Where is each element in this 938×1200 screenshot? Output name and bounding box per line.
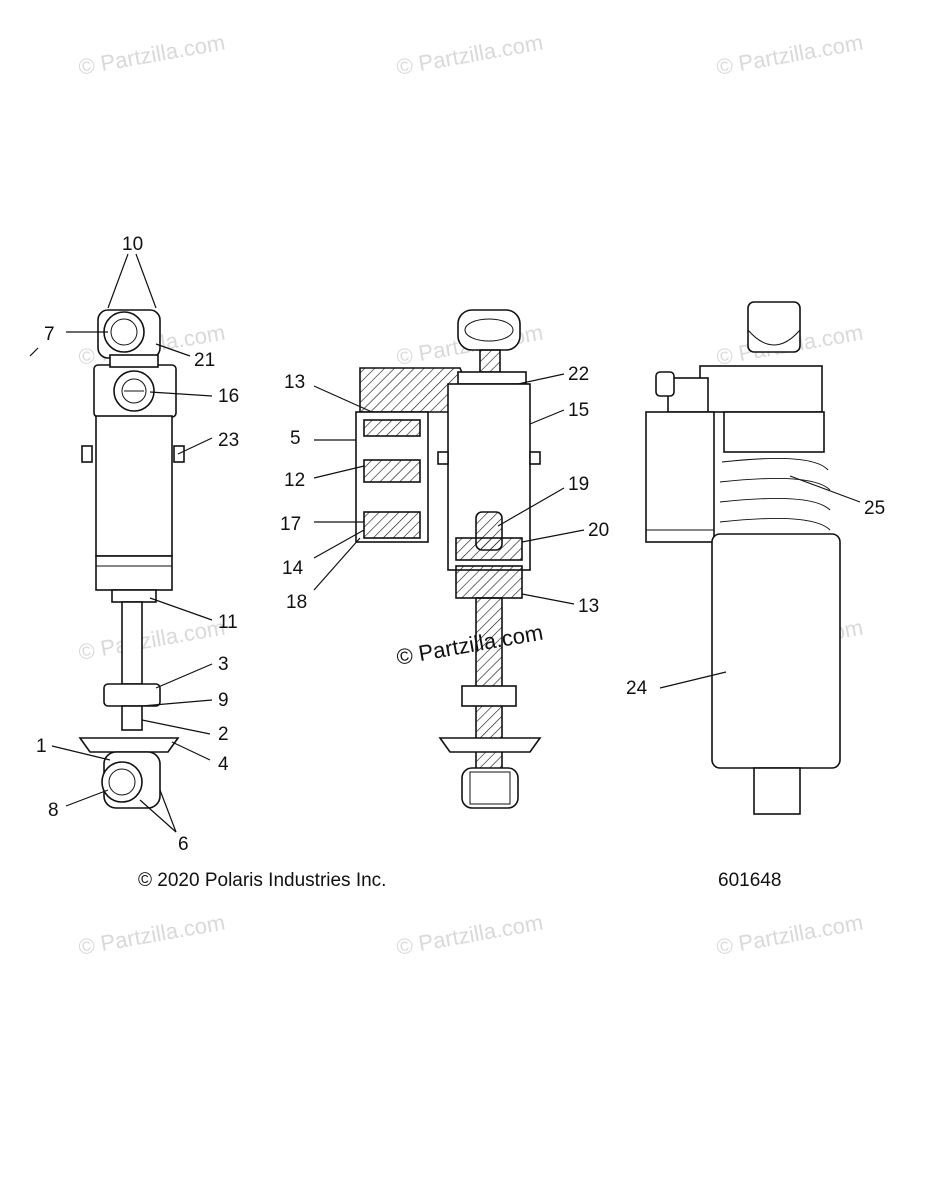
spring-coils — [719, 457, 831, 531]
callout-3: 3 — [218, 654, 229, 675]
center-shock-cutaway — [355, 309, 542, 809]
callout-4: 4 — [218, 754, 229, 775]
watermark-text: © Partzilla.com — [77, 910, 227, 960]
callout-2: 2 — [218, 724, 229, 745]
callout-15: 15 — [568, 400, 589, 421]
callout-17: 17 — [280, 514, 301, 535]
watermark-text: © Partzilla.com — [77, 30, 227, 80]
leader-lines — [29, 253, 861, 833]
left-shock-assembly — [78, 309, 185, 809]
callout-9: 9 — [218, 690, 229, 711]
watermark-main-text: © Partzilla.com — [395, 620, 545, 670]
callout-23: 23 — [218, 430, 239, 451]
callout-22: 22 — [568, 364, 589, 385]
callout-12: 12 — [284, 470, 305, 491]
callout-5: 5 — [290, 428, 301, 449]
callout-labels: 10 7 21 16 23 11 3 9 2 4 1 8 6 13 5 12 1… — [36, 234, 885, 855]
callout-1: 1 — [36, 736, 47, 757]
watermark-text: © Partzilla.com — [395, 30, 545, 80]
callout-25: 25 — [864, 498, 885, 519]
callout-21: 21 — [194, 350, 215, 371]
callout-13-upper: 13 — [284, 372, 305, 393]
callout-14: 14 — [282, 558, 304, 579]
callout-24: 24 — [626, 678, 648, 699]
right-shock-assembly — [645, 301, 841, 815]
callout-6: 6 — [178, 834, 189, 855]
callout-18: 18 — [286, 592, 307, 613]
callout-13-lower: 13 — [578, 596, 599, 617]
callout-19: 19 — [568, 474, 589, 495]
callout-8: 8 — [48, 800, 59, 821]
figure-number: 601648 — [718, 870, 782, 891]
callout-20: 20 — [588, 520, 609, 541]
callout-11: 11 — [218, 612, 238, 633]
watermark-text: © Partzilla.com — [715, 30, 865, 80]
watermark-text: © Partzilla.com — [715, 910, 865, 960]
watermark-text: © Partzilla.com — [77, 615, 227, 665]
callout-7: 7 — [44, 324, 55, 345]
watermark-text: © Partzilla.com — [395, 910, 545, 960]
copyright-notice: © 2020 Polaris Industries Inc. — [138, 870, 387, 891]
callout-16: 16 — [218, 386, 239, 407]
callout-10: 10 — [122, 234, 143, 255]
